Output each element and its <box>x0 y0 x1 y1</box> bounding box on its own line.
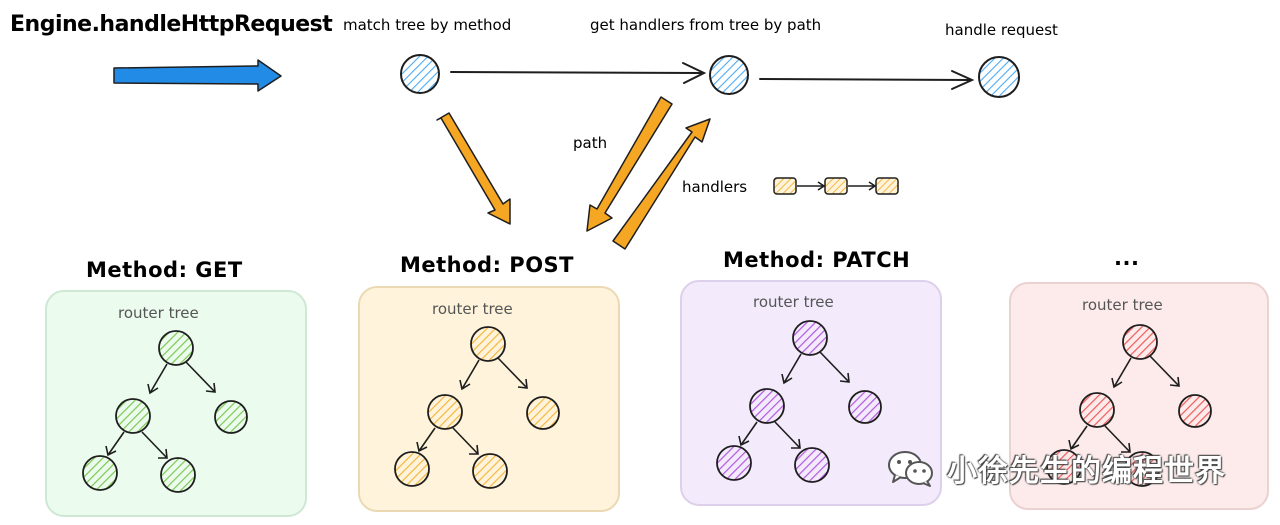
tree-node <box>1079 392 1115 428</box>
flow-arrow-2 <box>759 70 975 90</box>
tree-node <box>160 457 196 493</box>
handler-box <box>875 177 899 195</box>
handler-box <box>773 177 797 195</box>
tree-node <box>394 451 430 487</box>
handler-chain <box>773 177 899 195</box>
path-arrow <box>586 96 673 232</box>
tree-node <box>82 455 118 491</box>
watermark-text: 小徐先生的编程世界 <box>947 454 1226 489</box>
entry-arrow <box>113 59 282 92</box>
handlers-label: handlers <box>682 178 747 196</box>
router-tree-label: router tree <box>1082 296 1163 314</box>
tree <box>105 361 216 459</box>
tree-node <box>115 398 151 434</box>
handler-box <box>824 177 848 195</box>
tree-node <box>214 400 248 434</box>
handle-node <box>978 56 1020 98</box>
tree-node <box>472 453 508 489</box>
step-handle-label: handle request <box>945 21 1058 39</box>
method-title: ... <box>1114 246 1139 270</box>
tree-node <box>749 388 785 424</box>
router-box <box>358 286 620 512</box>
tree <box>1068 355 1180 453</box>
tree-node <box>794 447 830 483</box>
handlers-return-arrow <box>612 118 711 250</box>
method-title: Method: PATCH <box>723 248 910 272</box>
router-tree-label: router tree <box>432 300 513 318</box>
wechat-icon <box>888 451 933 487</box>
tree-node <box>427 394 463 430</box>
tree-node <box>1122 324 1158 360</box>
method-group-patch: Method: PATCH router tree <box>680 248 942 506</box>
tree-node <box>526 396 560 430</box>
tree <box>416 357 528 455</box>
tree-node <box>158 330 194 366</box>
path-label: path <box>573 134 607 152</box>
tree-node <box>1178 394 1212 428</box>
tree-node <box>848 390 882 424</box>
watermark: 小徐先生的编程世界 <box>885 446 1226 490</box>
handlers-node <box>709 55 749 95</box>
router-tree-label: router tree <box>753 293 834 311</box>
tree-node <box>792 320 828 356</box>
method-group-post: Method: POST router tree <box>358 253 620 512</box>
method-arrow <box>436 112 511 225</box>
entry-label: Engine.handleHttpRequest <box>10 12 333 37</box>
tree-node <box>1124 451 1160 487</box>
tree-node <box>1046 449 1082 485</box>
method-title: Method: GET <box>86 258 243 282</box>
step-match-label: match tree by method <box>343 16 511 34</box>
method-group-more: ... router tree <box>1009 246 1269 510</box>
match-node <box>400 54 440 94</box>
tree-node <box>470 326 506 362</box>
method-title: Method: POST <box>400 253 574 277</box>
router-box <box>1009 282 1269 510</box>
method-group-get: Method: GET router tree <box>45 258 307 517</box>
tree <box>738 351 850 449</box>
router-tree-label: router tree <box>118 304 199 322</box>
tree-node <box>716 445 752 481</box>
flow-arrow-1 <box>450 62 707 84</box>
step-get-handlers-label: get handlers from tree by path <box>590 16 821 34</box>
router-box <box>680 280 942 506</box>
